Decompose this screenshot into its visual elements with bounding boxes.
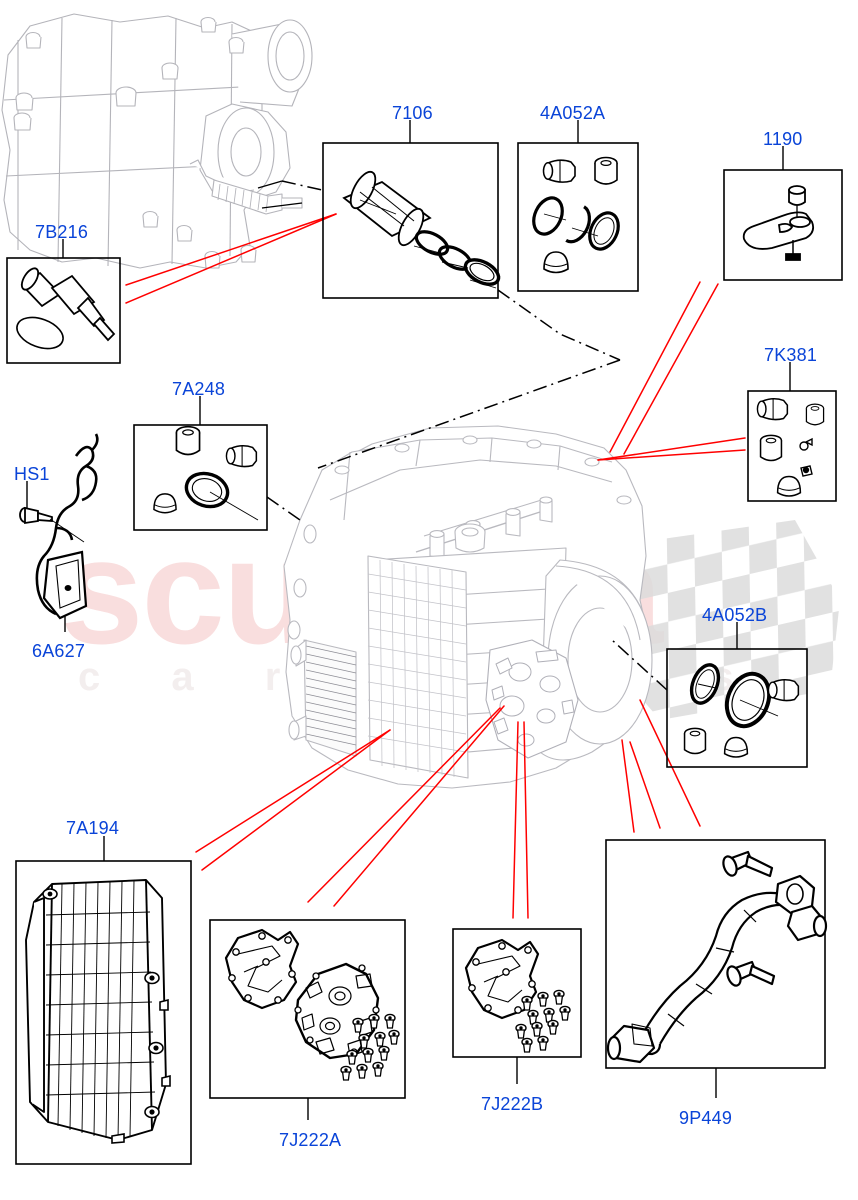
part-box-7A248[interactable] — [133, 424, 268, 531]
callout-label-7J222B[interactable]: 7J222B — [481, 1094, 544, 1114]
callout-label-7K381[interactable]: 7K381 — [764, 345, 818, 365]
callout-label-7J222A[interactable]: 7J222A — [279, 1130, 342, 1150]
part-box-1190[interactable] — [723, 169, 843, 281]
part-box-7K381[interactable] — [747, 390, 837, 502]
ghost-main-transmission-assembly — [283, 425, 653, 789]
callout-label-7A248[interactable]: 7A248 — [172, 379, 226, 399]
part-box-7106[interactable] — [322, 142, 503, 299]
callout-label-7B216[interactable]: 7B216 — [35, 222, 89, 242]
part-box-4A052B[interactable] — [666, 648, 808, 768]
assembly-dashdot-lines — [266, 180, 668, 691]
ghost-transfer-case-assembly — [1, 13, 313, 269]
leader-lines — [125, 213, 746, 919]
part-box-7J222A[interactable] — [209, 919, 406, 1099]
callout-label-4A052A[interactable]: 4A052A — [540, 103, 606, 123]
callout-label-7106[interactable]: 7106 — [392, 103, 433, 123]
part-box-7B216[interactable] — [6, 257, 121, 364]
part-harness-bracket-6A627[interactable] — [19, 433, 99, 620]
part-box-4A052A[interactable] — [517, 142, 639, 292]
callout-label-6A627[interactable]: 6A627 — [32, 641, 86, 661]
part-box-7J222B[interactable] — [452, 928, 582, 1058]
part-box-9P449[interactable] — [605, 839, 828, 1069]
assembly-solid-connectors — [257, 180, 303, 209]
part-bolt-HS1 — [19, 506, 53, 525]
part-box-7A194[interactable] — [15, 860, 192, 1165]
callout-label-1190[interactable]: 1190 — [763, 129, 803, 149]
callout-label-9P449[interactable]: 9P449 — [679, 1108, 733, 1128]
callout-label-7A194[interactable]: 7A194 — [66, 818, 120, 838]
callout-label-4A052B[interactable]: 4A052B — [702, 605, 768, 625]
callout-label-HS1[interactable]: HS1 — [14, 464, 50, 484]
